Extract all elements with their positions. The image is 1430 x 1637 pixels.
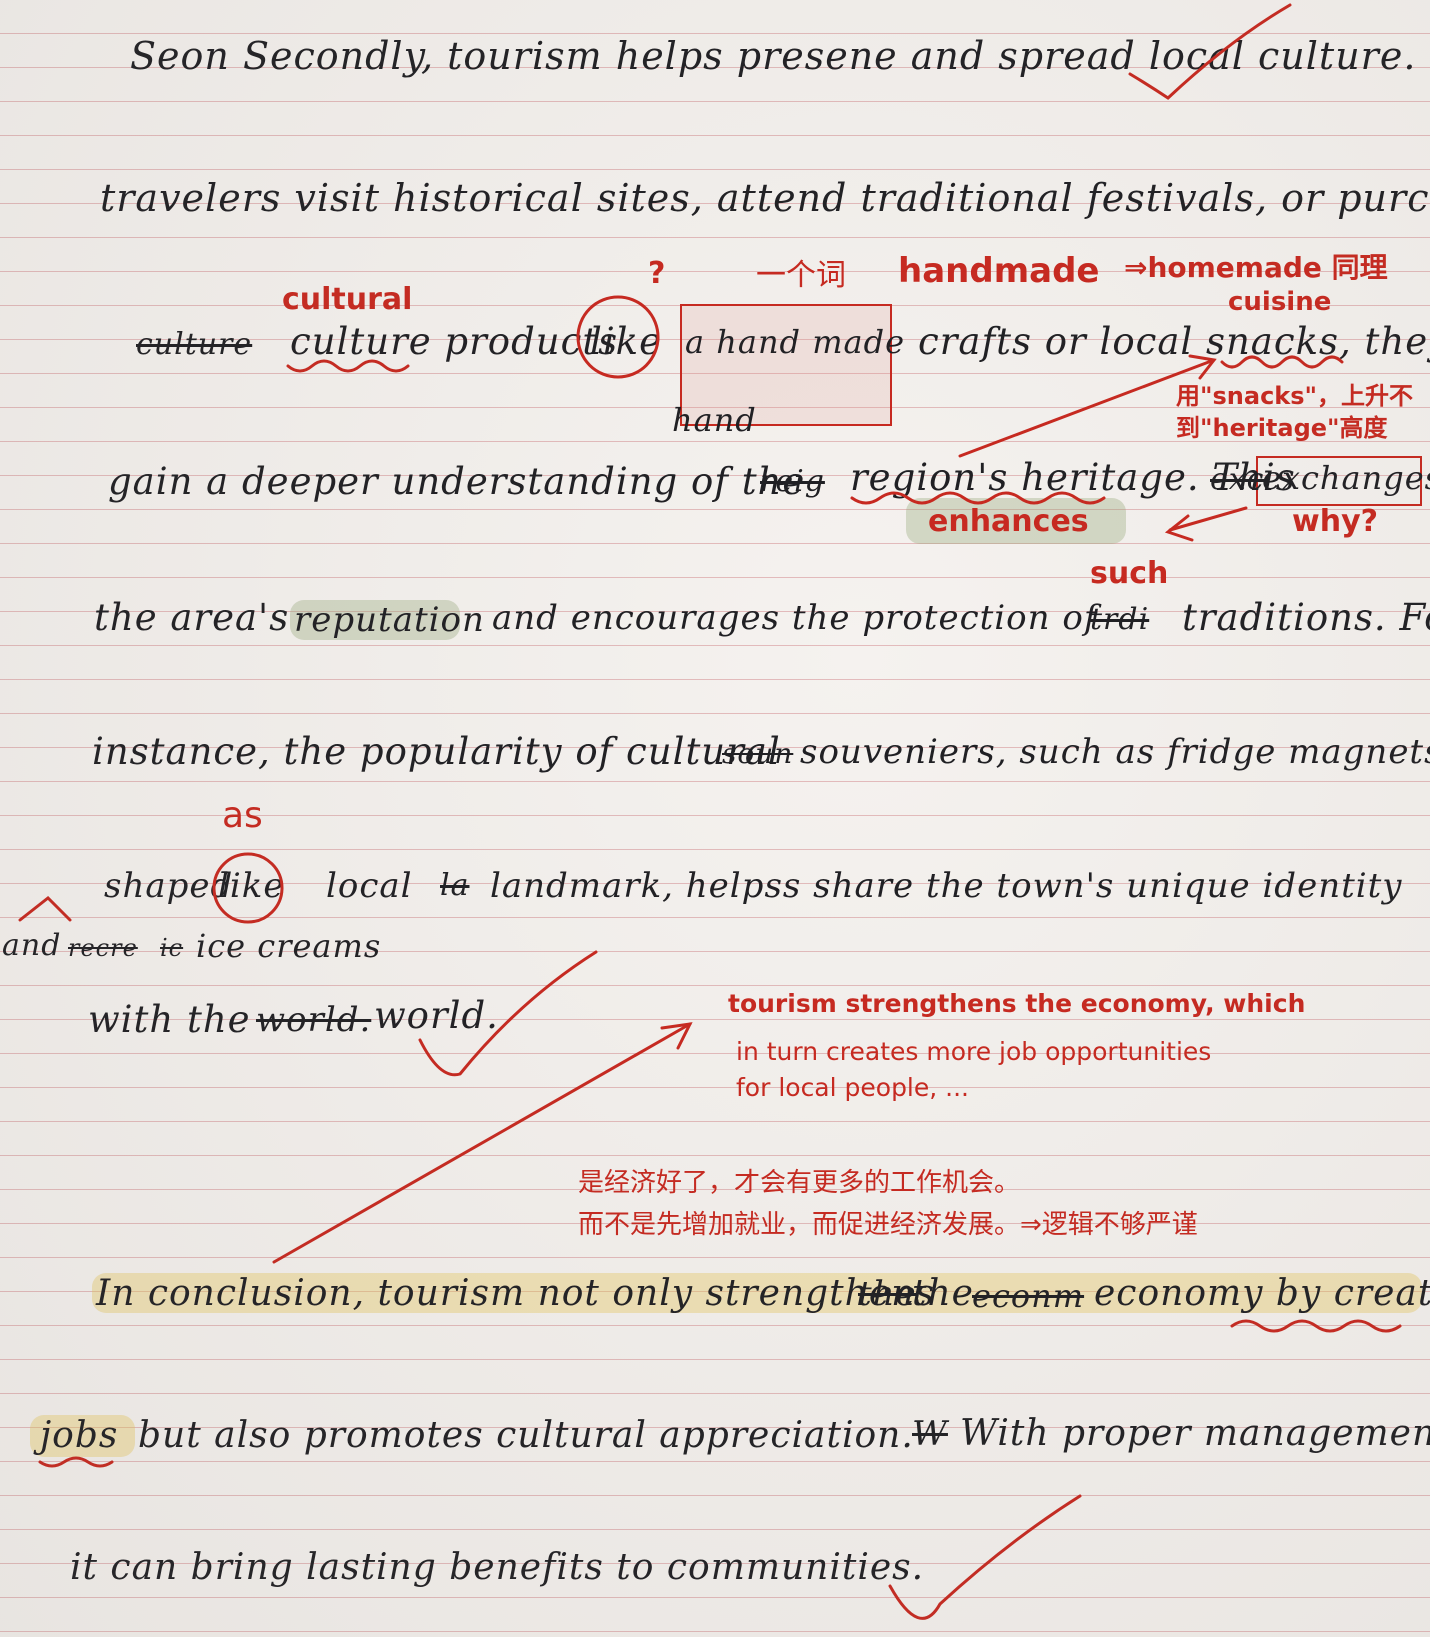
line-11-d: With proper management <box>960 1413 1430 1454</box>
line-10-e: economy by creating <box>1094 1273 1430 1314</box>
line-5-reputation: reputation <box>294 600 485 640</box>
box-exchanges <box>1256 456 1422 506</box>
line-9-struck: world. <box>256 1000 372 1040</box>
wavy-underline-creating <box>1230 1319 1402 1333</box>
line-7-local: local <box>326 866 413 906</box>
line-3-products: culture products <box>290 320 619 363</box>
line-7-like: like <box>218 866 285 906</box>
line-6-struck: soun <box>722 737 794 770</box>
line-6-a: instance, the popularity of cultural <box>92 730 781 773</box>
highlight-conclusion <box>92 1273 1422 1313</box>
line-8-icecreams: ice creams <box>196 927 382 965</box>
annot-cultural: cultural <box>282 282 413 317</box>
line-5-a: the area's <box>94 596 290 639</box>
line-5-c: and encourages the protection of <box>492 598 1098 638</box>
line-7-shaped: shaped <box>104 866 234 906</box>
highlight-enhances <box>906 498 1126 544</box>
wavy-underline-jobs <box>38 1456 114 1468</box>
annot-econ-3: for local people, ... <box>736 1073 969 1102</box>
line-1: Seon Secondly, tourism helps presene and… <box>130 34 1430 78</box>
annot-enhances: enhances <box>928 504 1089 539</box>
line-4-a: gain a deeper understanding of the <box>108 460 806 503</box>
line-3-crafts: crafts or local snacks, they <box>918 320 1430 363</box>
insert-caret <box>18 895 72 922</box>
line-8-struck2: ic <box>160 934 184 962</box>
line-7-e: landmark, helpss share the town's unique… <box>490 866 1403 906</box>
annot-why: why? <box>1292 504 1379 539</box>
line-10-the: the <box>912 1273 974 1314</box>
line-4-struck: reig <box>760 464 825 499</box>
line-3-hand: hand <box>672 401 757 439</box>
line-4-struck2: exc <box>1210 462 1265 497</box>
annot-one-word: 一个词 <box>756 258 846 293</box>
annot-econ-2: in turn creates more job opportunities <box>736 1037 1212 1066</box>
line-7-struck: la <box>440 868 470 903</box>
line-3-like: like <box>590 320 662 363</box>
line-9-world: world. <box>374 994 499 1037</box>
line-11-jobs: jobs <box>40 1415 119 1456</box>
line-4-exchanges: exchanges <box>1262 459 1430 497</box>
line-5-struck: trdi <box>1090 602 1150 637</box>
annot-question: ? <box>648 256 666 291</box>
line-3-handmade: a hand made <box>685 323 906 361</box>
annot-cn-2: 而不是先增加就业，而促进经济发展。⇒逻辑不够严谨 <box>578 1210 1198 1240</box>
line-2: travelers visit historical sites, attend… <box>100 176 1430 220</box>
line-9-a: with the <box>88 998 251 1041</box>
annot-econ-1: tourism strengthens the economy, which <box>728 989 1306 1018</box>
annot-cn-1: 是经济好了，才会有更多的工作机会。 <box>578 1168 1021 1198</box>
highlight-jobs <box>30 1415 135 1457</box>
annot-snacks-1: 用"snacks"，上升不 <box>1176 382 1414 410</box>
line-12: it can bring lasting benefits to communi… <box>70 1547 925 1588</box>
arrow-exchanges <box>1168 506 1248 532</box>
line-3-struck: culture <box>136 327 253 362</box>
line-8-struck1: recre <box>68 934 138 962</box>
line-11-struck: W <box>912 1414 948 1454</box>
annot-handmade: handmade <box>898 251 1100 291</box>
annot-as: as <box>222 795 263 836</box>
annot-cuisine: cuisine <box>1228 287 1332 317</box>
line-11-b: but also promotes cultural appreciation. <box>138 1415 914 1456</box>
line-5-traditions: traditions. For <box>1182 596 1430 639</box>
line-6-c: souveniers, such as fridge magnets <box>800 732 1430 772</box>
box-hand-made <box>680 304 892 426</box>
annot-homemade: ⇒homemade 同理 <box>1124 251 1388 284</box>
annot-such: such <box>1090 556 1169 591</box>
line-10-a: In conclusion, tourism not only strength… <box>96 1273 935 1314</box>
line-8-and: and <box>2 928 62 963</box>
highlight-reputation <box>290 600 460 640</box>
annot-snacks-2: 到"heritage"高度 <box>1176 414 1388 442</box>
line-10-struck1: the <box>858 1274 917 1314</box>
line-10-struck2: econm <box>972 1277 1085 1315</box>
